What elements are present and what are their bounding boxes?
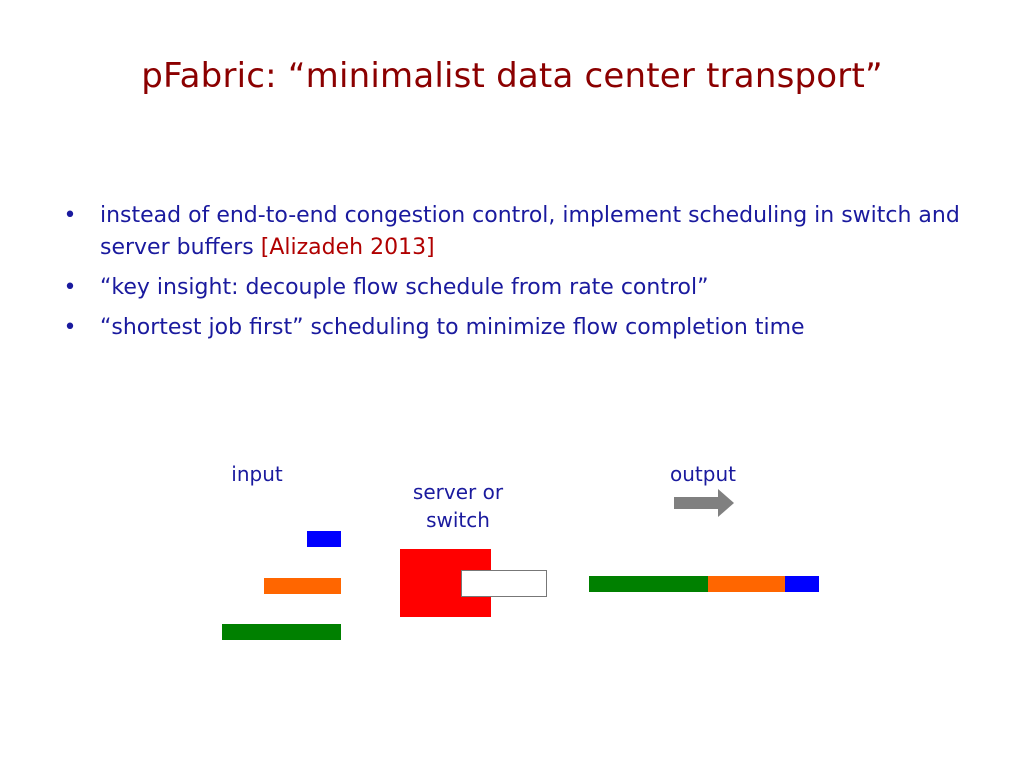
input-label: input [231, 462, 283, 486]
bullet-text: “key insight: decouple flow schedule fro… [100, 275, 709, 300]
device-label: server or switch [396, 478, 520, 534]
device-label-line1: server or [412, 480, 504, 504]
bullet-item: • instead of end-to-end congestion contr… [60, 200, 980, 264]
input-flow-long-green [222, 624, 341, 640]
slide-title: pFabric: “minimalist data center transpo… [141, 56, 883, 96]
output-flow-blue [785, 576, 819, 592]
bullet-item: • “key insight: decouple flow schedule f… [60, 272, 980, 304]
output-label: output [670, 462, 736, 486]
output-flow-green [589, 576, 708, 592]
input-flow-medium-orange [264, 578, 341, 594]
buffer-queue [461, 570, 547, 597]
bullet-marker: • [63, 315, 77, 340]
bullet-item: • “shortest job first” scheduling to min… [60, 312, 980, 344]
bullet-text: instead of end-to-end congestion control… [100, 203, 960, 260]
input-flow-short-blue [307, 531, 341, 547]
bullet-text: “shortest job first” scheduling to minim… [100, 315, 805, 340]
bullet-list: • instead of end-to-end congestion contr… [60, 200, 980, 352]
output-flow-orange [708, 576, 785, 592]
bullet-marker: • [63, 275, 77, 300]
device-label-line2: switch [426, 508, 490, 532]
right-arrow-icon [674, 489, 734, 517]
bullet-marker: • [63, 203, 77, 228]
citation: [Alizadeh 2013] [260, 235, 435, 260]
